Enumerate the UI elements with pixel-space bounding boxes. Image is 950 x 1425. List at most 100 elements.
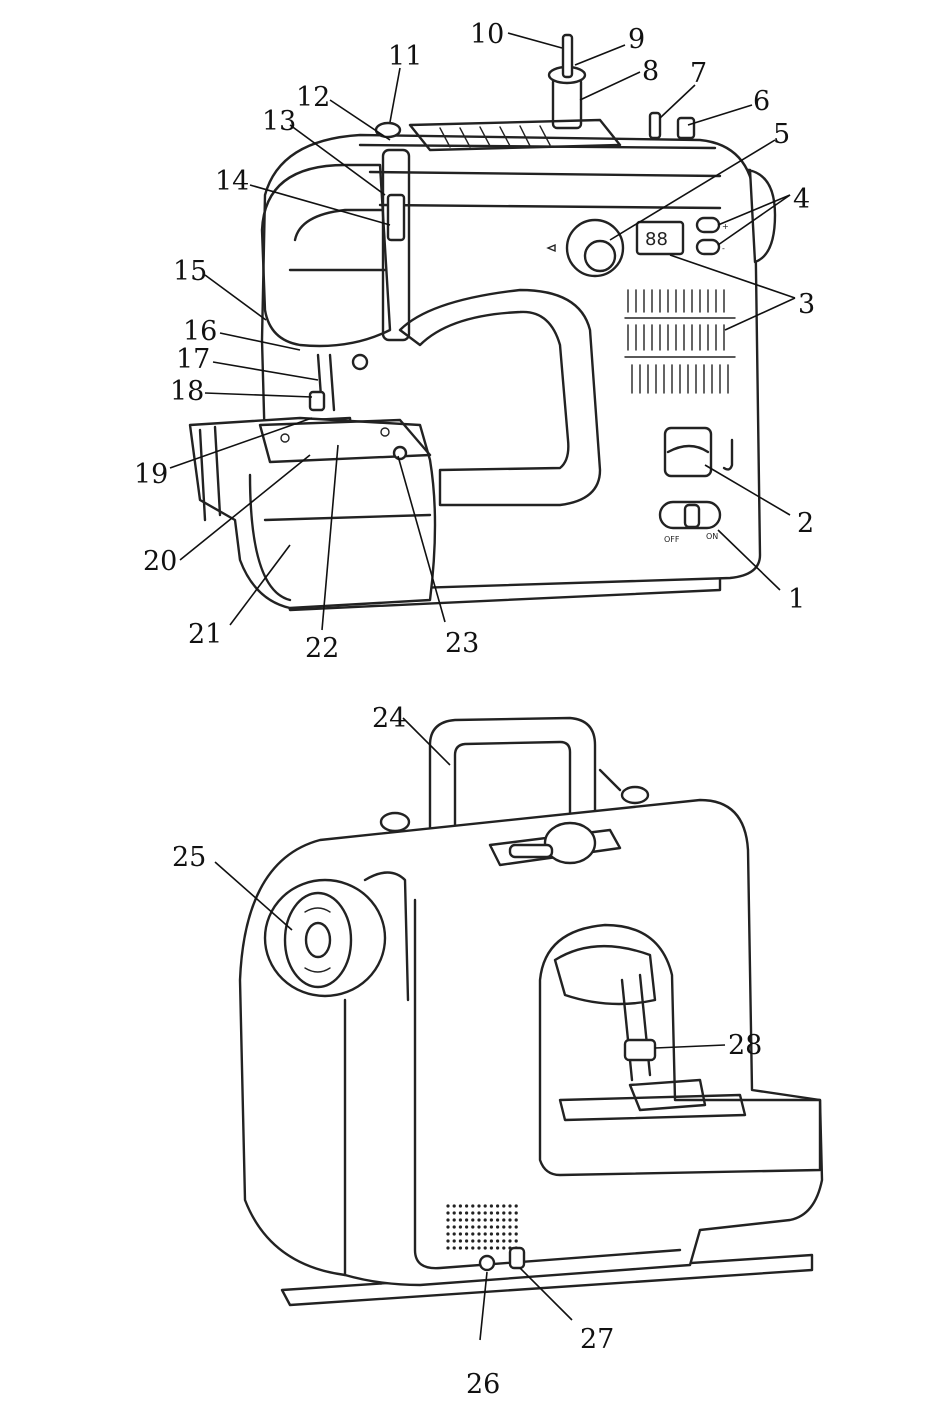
switch-toggle[interactable]	[685, 505, 699, 527]
vent-hole	[490, 1204, 493, 1207]
vent-hole	[502, 1211, 505, 1214]
vent-hole	[508, 1204, 511, 1207]
callout-8: 8	[642, 56, 659, 87]
vent-hole	[502, 1218, 505, 1221]
vent-hole	[484, 1218, 487, 1221]
switch-on-label: ON	[706, 532, 718, 541]
vent-hole	[490, 1225, 493, 1228]
rear-spool	[545, 823, 595, 863]
vent-hole	[496, 1239, 499, 1242]
vent-hole	[446, 1246, 449, 1249]
vent-hole	[502, 1232, 505, 1235]
vent-hole	[515, 1239, 518, 1242]
vent-hole	[508, 1211, 511, 1214]
callout-11: 11	[388, 41, 422, 72]
vent-hole	[453, 1211, 456, 1214]
vent-hole	[502, 1239, 505, 1242]
vent-hole	[502, 1246, 505, 1249]
vent-hole	[459, 1218, 462, 1221]
vent-hole	[477, 1211, 480, 1214]
power-socket[interactable]	[510, 1248, 524, 1268]
vent-hole	[446, 1211, 449, 1214]
vent-hole	[515, 1225, 518, 1228]
vent-hole	[502, 1225, 505, 1228]
presser-foot-holder	[310, 392, 324, 410]
vent-hole	[471, 1225, 474, 1228]
vent-hole	[490, 1246, 493, 1249]
callout-17: 17	[176, 344, 210, 375]
rear-top-knob	[622, 787, 648, 803]
callout-5: 5	[773, 119, 790, 150]
callout-18: 18	[170, 376, 204, 407]
reverse-button[interactable]	[665, 428, 711, 476]
vent-hole	[471, 1239, 474, 1242]
vent-hole	[471, 1246, 474, 1249]
vent-hole	[508, 1232, 511, 1235]
stitch-dial-center	[585, 241, 615, 271]
callout-25: 25	[172, 842, 206, 873]
callout-27: 27	[580, 1324, 614, 1355]
vent-hole	[515, 1218, 518, 1221]
callout-15: 15	[173, 256, 207, 287]
vent-hole	[459, 1239, 462, 1242]
minus-sign: -	[722, 244, 725, 253]
vent-hole	[484, 1246, 487, 1249]
vent-hole	[515, 1211, 518, 1214]
vent-hole	[446, 1225, 449, 1228]
front-view: 88 + - OFF ON	[134, 19, 815, 664]
vent-hole	[496, 1218, 499, 1221]
vent-hole	[465, 1204, 468, 1207]
plus-button[interactable]	[697, 218, 719, 232]
vent-hole	[453, 1204, 456, 1207]
vent-hole	[496, 1246, 499, 1249]
vent-hole	[446, 1218, 449, 1221]
vent-hole	[484, 1211, 487, 1214]
bobbin-winder-stop	[678, 118, 694, 138]
vent-hole	[508, 1239, 511, 1242]
callout-9: 9	[628, 24, 645, 55]
vent-hole	[477, 1239, 480, 1242]
vent-hole	[477, 1232, 480, 1235]
vent-hole	[446, 1232, 449, 1235]
vent-hole	[484, 1204, 487, 1207]
rear-presser-bar[interactable]	[625, 1040, 655, 1060]
rear-view: 24 25 26 27 28	[172, 703, 822, 1400]
vent-hole	[484, 1239, 487, 1242]
rear-thread-guide	[600, 770, 620, 790]
vent-hole	[459, 1211, 462, 1214]
rear-spool-pin	[510, 845, 552, 857]
vent-hole	[515, 1204, 518, 1207]
callout-3: 3	[798, 289, 815, 320]
vent-hole	[484, 1232, 487, 1235]
callout-4: 4	[793, 184, 810, 215]
rear-bobbin-winder	[381, 813, 409, 831]
vent-hole	[453, 1232, 456, 1235]
callout-23: 23	[445, 628, 479, 659]
display-digits: 88	[645, 229, 668, 250]
callout-28: 28	[728, 1030, 762, 1061]
vent-hole	[477, 1218, 480, 1221]
switch-off-label: OFF	[664, 535, 680, 544]
vent-hole	[465, 1239, 468, 1242]
foot-control-jack[interactable]	[480, 1256, 494, 1270]
vent-hole	[471, 1211, 474, 1214]
vent-hole	[477, 1204, 480, 1207]
vent-hole	[490, 1218, 493, 1221]
vent-hole	[471, 1218, 474, 1221]
callout-24: 24	[372, 703, 406, 734]
vent-hole	[465, 1232, 468, 1235]
take-up-lever	[388, 195, 404, 240]
vent-hole	[459, 1204, 462, 1207]
vent-hole	[465, 1225, 468, 1228]
callout-22: 22	[305, 633, 339, 664]
vent-hole	[465, 1246, 468, 1249]
vent-hole	[453, 1246, 456, 1249]
minus-button[interactable]	[697, 240, 719, 254]
vent-hole	[496, 1204, 499, 1207]
vent-hole	[477, 1246, 480, 1249]
callout-6: 6	[753, 86, 770, 117]
callout-12: 12	[296, 82, 330, 113]
callout-2: 2	[797, 508, 814, 539]
vent-hole	[465, 1211, 468, 1214]
vent-hole	[496, 1232, 499, 1235]
